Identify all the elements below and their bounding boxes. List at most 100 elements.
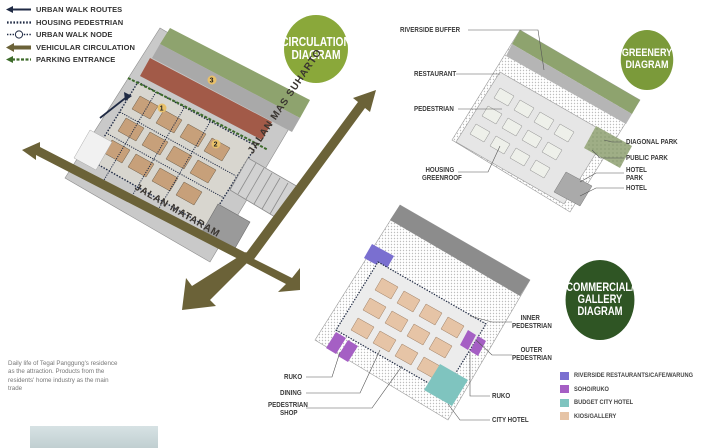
arrow-jalan-mataram-east (244, 256, 300, 292)
circulation-diagram-title: CIRCULATION DIAGRAM (281, 15, 351, 83)
commercial-legend-row: RIVERSIDE RESTAURANTS/CAFE/WARUNG (560, 370, 711, 381)
label-public-park: PUBLIC PARK (626, 153, 668, 162)
greenery-diagonal-park (584, 126, 632, 168)
photo-thumbnail (30, 426, 158, 448)
greenery-river-strip (512, 30, 640, 114)
commercial-legend-row: KIOS/GALLERY (560, 411, 711, 422)
commercial-soho-ruko (326, 330, 486, 362)
description-note: Daily life of Tegal Panggung's residence… (8, 360, 118, 393)
label-line: PEDESTRIAN (512, 320, 552, 330)
label-line: GREENROOF (422, 172, 462, 182)
arrow-jalan-mas-suharto-south (182, 252, 252, 310)
label-line: PEDESTRIAN (268, 400, 308, 409)
label-line: HOUSING (425, 165, 455, 174)
label-restaurant: RESTAURANT (414, 69, 457, 78)
commercial-plan (306, 204, 531, 421)
legend-row-vehicular: VEHICULAR CIRCULATION (6, 42, 196, 53)
title-line: COMMERCIAL/ (566, 281, 634, 294)
commercial-legend: RIVERSIDE RESTAURANTS/CAFE/WARUNG SOHO/R… (560, 370, 711, 424)
label-housing-greenroof: HOUSING GREENROOF (422, 166, 462, 181)
zone-number-2: 2 (214, 142, 218, 149)
label-line: SHOP (280, 407, 298, 417)
circulation-plaza (140, 58, 272, 140)
green-dashed-arrow-icon (6, 55, 32, 64)
label-ruko-right: RUKO (492, 391, 511, 400)
housing-unit (175, 181, 203, 206)
label-diagonal-park: DIAGONAL PARK (626, 137, 678, 146)
circulation-parking-entrance (127, 77, 269, 151)
label-hotel: HOTEL (626, 183, 647, 192)
legend: URBAN WALK ROUTES HOUSING PEDESTRIAN URB… (6, 4, 196, 67)
circulation-left-building (73, 129, 113, 171)
housing-unit (141, 131, 169, 156)
label-city-hotel: CITY HOTEL (492, 415, 529, 424)
legend-label: RIVERSIDE RESTAURANTS/CAFE/WARUNG (574, 372, 693, 379)
greenery-plan (451, 29, 641, 213)
commercial-leader-lines (306, 315, 512, 421)
legend-label: PARKING ENTRANCE (36, 55, 116, 64)
title-line: CIRCULATION (281, 34, 351, 49)
label-inner-pedestrian: INNER PEDESTRIAN (512, 314, 552, 329)
circulation-pedestrian-routes (103, 91, 237, 211)
commercial-legend-row: SOHO/RUKO (560, 384, 711, 395)
label-hotel-park: HOTEL PARK (626, 166, 647, 181)
legend-label: URBAN WALK NODE (36, 30, 113, 39)
housing-unit (131, 95, 159, 120)
circulation-river-strip (160, 28, 310, 118)
label-line: INNER (520, 313, 540, 322)
legend-label: VEHICULAR CIRCULATION (36, 42, 136, 52)
housing-unit (189, 159, 217, 184)
arrow-jalan-mataram-west (22, 142, 250, 263)
legend-row-parking: PARKING ENTRANCE (6, 54, 196, 65)
label-line: PEDESTRIAN (512, 352, 552, 362)
zone-number-3: 3 (210, 78, 214, 85)
label-riverside-buffer: RIVERSIDE BUFFER (400, 25, 461, 34)
node-dots-icon (6, 30, 32, 39)
legend-row-urban-walk: URBAN WALK ROUTES (6, 4, 196, 15)
circulation-plan: 3 1 2 (22, 27, 376, 310)
circulation-river-grey (152, 44, 300, 132)
greenery-leader-lines (456, 29, 624, 197)
commercial-legend-row: BUDGET CITY HOTEL (560, 397, 711, 408)
circulation-urban-walk (99, 95, 129, 119)
legend-label: BUDGET CITY HOTEL (574, 399, 634, 406)
label-pedestrian: PEDESTRIAN (414, 104, 454, 113)
legend-swatch-hotel (560, 398, 569, 407)
housing-unit (165, 145, 193, 170)
legend-swatch-kios (560, 412, 569, 420)
legend-swatch-soho (560, 385, 569, 393)
commercial-riverside-restaurants (364, 244, 394, 270)
title-line: DIAGRAM (625, 59, 669, 71)
housing-unit (179, 123, 207, 148)
housing-unit (203, 137, 231, 162)
commercial-kios-units (350, 277, 465, 379)
label-line: PARK (626, 172, 644, 182)
housing-unit (155, 109, 183, 134)
zone-number-1: 1 (160, 106, 164, 113)
legend-row-housing-pedestrian: HOUSING PEDESTRIAN (6, 17, 196, 28)
greenery-riverside (506, 44, 632, 124)
legend-swatch-riverside (560, 371, 569, 380)
housing-unit (127, 153, 155, 178)
greenery-greenroofs (469, 87, 575, 179)
label-line: OUTER (520, 345, 543, 354)
legend-row-urban-walk-node: URBAN WALK NODE (6, 29, 196, 40)
legend-label: KIOS/GALLERY (574, 412, 617, 420)
commercial-diagram-title: COMMERCIAL/ GALLERY DIAGRAM (565, 260, 635, 340)
title-line: GREENERY (621, 47, 673, 60)
label-outer-pedestrian: OUTER PEDESTRIAN (512, 346, 552, 361)
title-line: GALLERY (577, 293, 623, 306)
legend-label: HOUSING PEDESTRIAN (36, 17, 124, 27)
label-ruko-left: RUKO (284, 372, 303, 381)
commercial-river-strip (390, 205, 530, 296)
label-line: HOTEL (626, 165, 647, 174)
legend-label: SOHO/RUKO (574, 385, 609, 393)
title-line: DIAGRAM (291, 48, 341, 62)
housing-unit (151, 167, 179, 192)
legend-label: URBAN WALK ROUTES (36, 5, 123, 14)
circulation-housing-units (103, 95, 231, 206)
title-line: DIAGRAM (577, 306, 623, 319)
greenery-hotel (553, 171, 593, 207)
dotted-line-icon (6, 18, 32, 27)
